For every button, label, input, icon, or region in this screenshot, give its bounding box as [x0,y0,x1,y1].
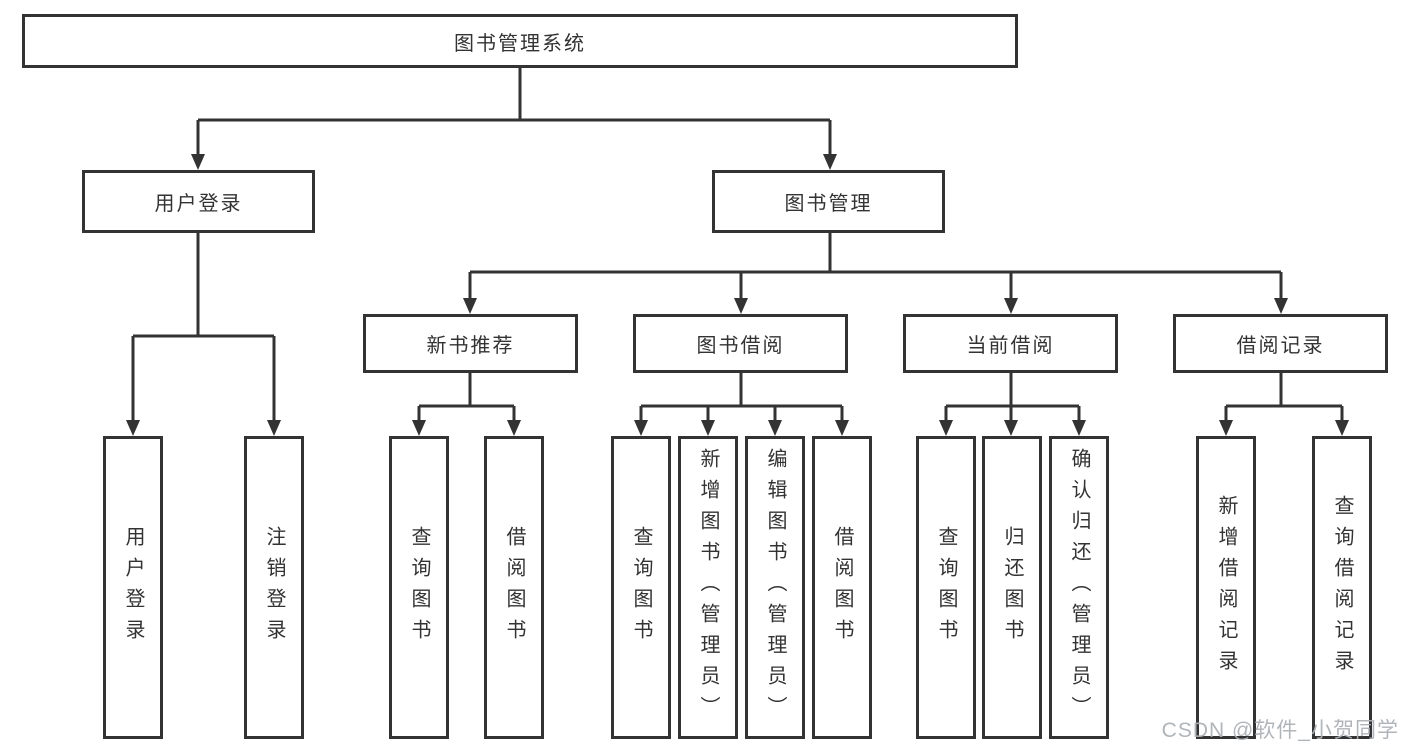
node-current-borrowing: 当前借阅 [903,314,1118,373]
leaf-records-query-record: 查询借阅记录 [1312,436,1372,739]
leaf-label: 用户登录 [122,525,144,650]
leaf-user-login: 用户登录 [103,436,163,739]
leaf-current-return-books: 归还图书 [982,436,1042,739]
leaf-newbooks-borrow-books: 借阅图书 [484,436,544,739]
leaf-label: 查询借阅记录 [1331,494,1353,681]
leaf-borrowing-borrow-books: 借阅图书 [812,436,872,739]
csdn-watermark: CSDN @软件_小贺同学 [1161,719,1399,742]
leaf-current-query-books: 查询图书 [916,436,976,739]
leaf-newbooks-query-books: 查询图书 [389,436,449,739]
node-label: 新书推荐 [426,335,515,357]
leaf-borrowing-edit-books-admin: 编辑图书（管理员） [745,436,805,739]
node-borrowing-records: 借阅记录 [1173,314,1388,373]
node-label: 图书管理系统 [454,32,586,55]
leaf-label: 查询图书 [630,525,652,650]
leaf-label: 新增图书（管理员） [697,448,719,727]
leaf-label: 编辑图书（管理员） [764,448,786,727]
node-label: 借阅记录 [1236,335,1325,357]
leaf-label: 注销登录 [263,525,285,650]
leaf-label: 新增借阅记录 [1215,494,1237,681]
leaf-logout: 注销登录 [244,436,304,739]
node-new-book-recommendation: 新书推荐 [363,314,578,373]
node-label: 用户登录 [154,193,243,215]
leaf-label: 确认归还（管理员） [1068,448,1090,727]
leaf-borrowing-query-books: 查询图书 [611,436,671,739]
node-label: 当前借阅 [966,335,1055,357]
node-user-login: 用户登录 [82,170,315,233]
arrowheads [126,154,1349,436]
node-book-management: 图书管理 [712,170,945,233]
leaf-label: 借阅图书 [503,525,525,650]
leaf-label: 查询图书 [408,525,430,650]
node-book-borrowing: 图书借阅 [633,314,848,373]
leaf-records-add-record: 新增借阅记录 [1196,436,1256,739]
node-library-management-system: 图书管理系统 [22,14,1018,68]
leaf-label: 借阅图书 [831,525,853,650]
leaf-current-confirm-return-admin: 确认归还（管理员） [1049,436,1109,739]
leaf-borrowing-add-books-admin: 新增图书（管理员） [678,436,738,739]
leaf-label: 查询图书 [935,525,957,650]
leaf-label: 归还图书 [1001,525,1023,650]
node-label: 图书借阅 [696,335,785,357]
node-label: 图书管理 [784,193,873,215]
